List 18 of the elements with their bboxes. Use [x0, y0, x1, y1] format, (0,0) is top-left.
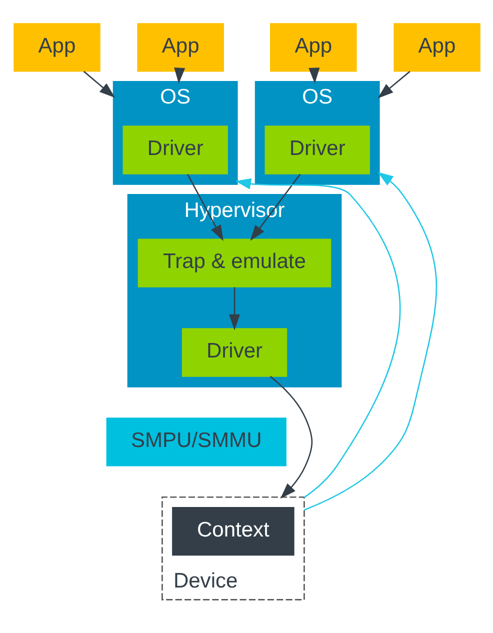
- arrow: [228, 286, 240, 330]
- arrow: [303, 171, 437, 510]
- arrow: [269, 375, 312, 498]
- node-box: App: [13, 22, 100, 72]
- arrow: [234, 178, 400, 498]
- arrow: [308, 67, 320, 84]
- node-box: App: [393, 22, 480, 72]
- arrow: [174, 67, 185, 84]
- arrow: [186, 173, 223, 241]
- node-box: Driver: [264, 125, 370, 174]
- node-box: Driver: [181, 328, 287, 376]
- arrow: [82, 70, 115, 98]
- arrow: [377, 70, 410, 98]
- node-box: Context: [172, 506, 294, 556]
- node-box: Trap & emulate: [137, 238, 331, 287]
- node-box: Driver: [122, 125, 228, 174]
- arrow: [250, 173, 300, 240]
- node-box: SMPU/SMMU: [106, 417, 286, 466]
